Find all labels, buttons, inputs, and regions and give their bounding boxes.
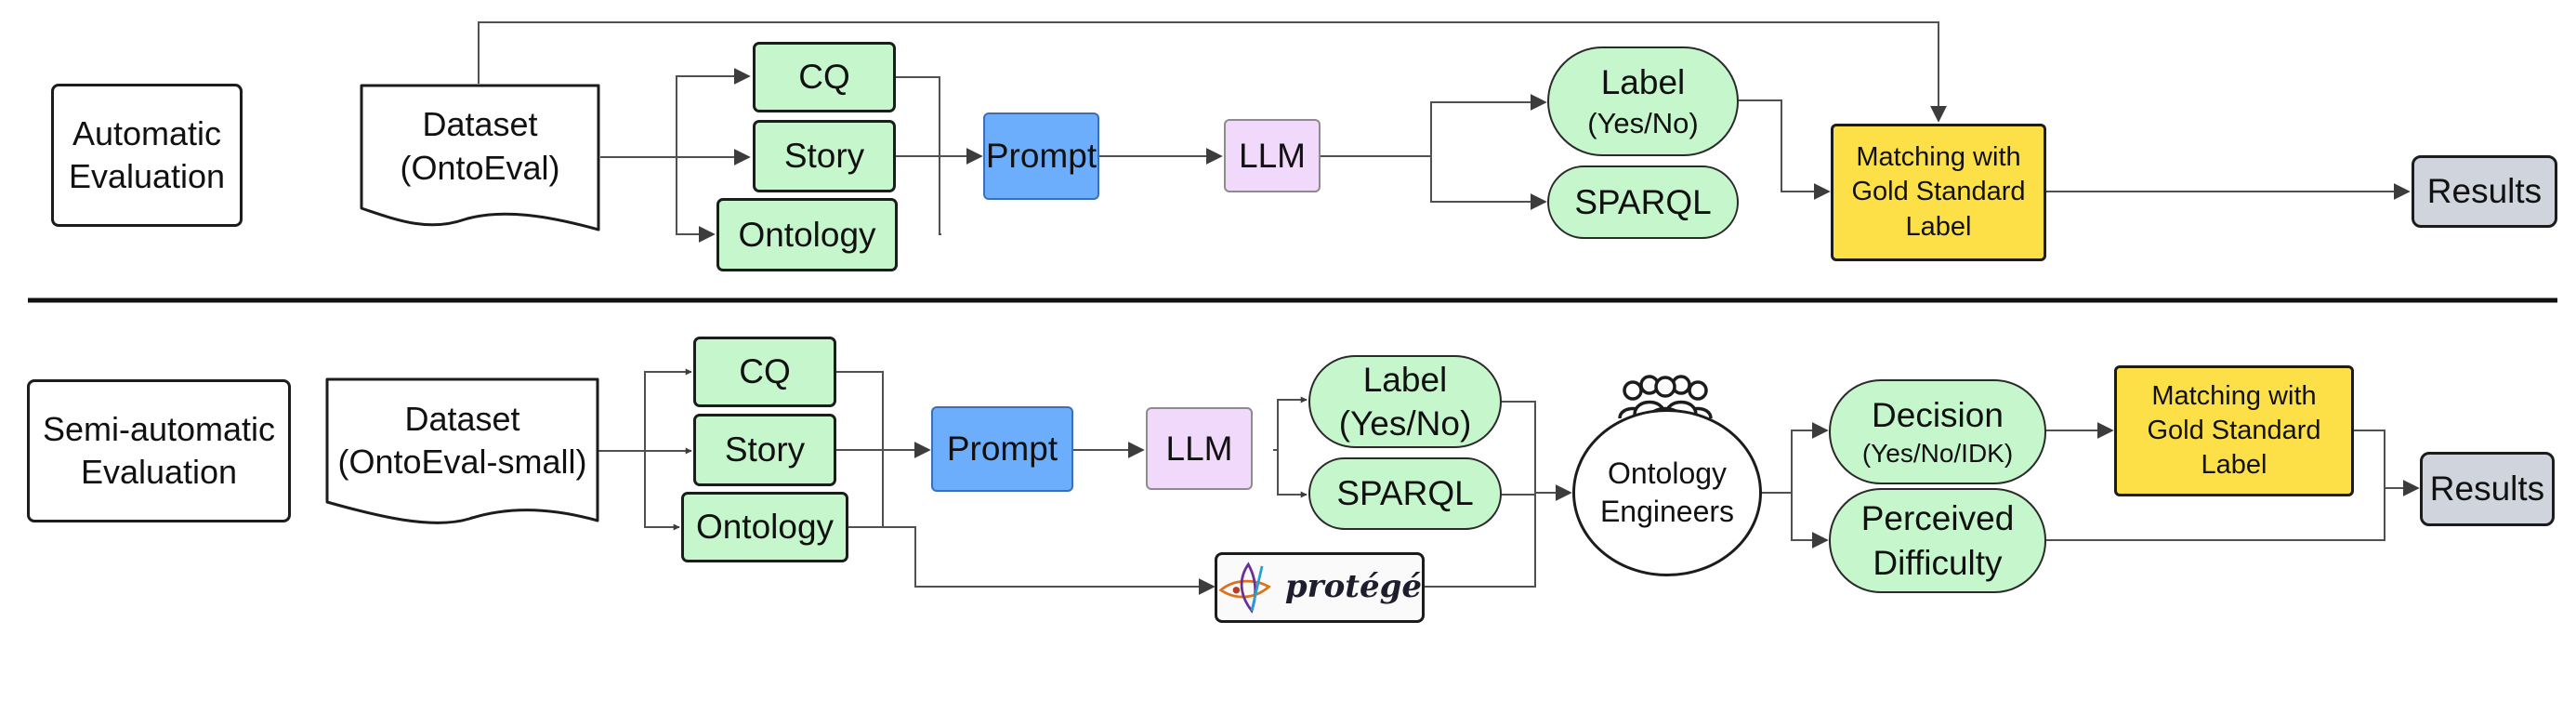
llm-node: LLM xyxy=(1224,119,1321,192)
sparql-node-bottom: SPARQL xyxy=(1308,457,1502,530)
results-node: Results xyxy=(2412,155,2557,228)
automatic-evaluation-label: Automatic Evaluation xyxy=(51,84,243,227)
ontology-engineers-node: Ontology Engineers xyxy=(1572,409,1762,576)
story-node: Story xyxy=(753,120,896,192)
decision-options: (Yes/No/IDK) xyxy=(1861,439,2014,469)
matching-line1-bottom: Matching with xyxy=(2151,380,2317,411)
edge-to-label xyxy=(1430,94,1547,156)
edge-to-cq xyxy=(676,68,751,157)
perceived-difficulty-node: Perceived Difficulty xyxy=(1829,488,2046,593)
difficulty-line1: Perceived xyxy=(1860,499,2015,538)
edge-cq-out-bottom xyxy=(835,371,884,450)
protege-wordmark: protégé xyxy=(1284,568,1422,606)
matching-line2-bottom: Gold Standard xyxy=(2147,415,2321,445)
prompt-node-bottom: Prompt xyxy=(931,406,1073,492)
edge-cq-out xyxy=(894,76,940,156)
dataset-title: Dataset xyxy=(422,105,538,144)
matching-line3: Label xyxy=(1905,211,1972,242)
edge-label-to-engineers xyxy=(1500,401,1536,493)
engineers-line2: Engineers xyxy=(1599,495,1735,528)
dataset-small-document-shape xyxy=(325,377,599,524)
label-yes-no-node-bottom: Label (Yes/No) xyxy=(1308,355,1502,448)
matching-gold-standard-node-bottom: Matching with Gold Standard Label xyxy=(2114,365,2354,496)
edge-to-decision xyxy=(1791,422,1829,493)
protege-logo-icon xyxy=(1218,562,1271,614)
edge-label-to-matching xyxy=(1738,99,1831,200)
label-title-bottom: Label xyxy=(1362,360,1448,399)
edge-ontology-out-bottom xyxy=(847,450,884,528)
engineers-line1: Ontology xyxy=(1607,456,1728,491)
protege-node: protégé xyxy=(1215,552,1425,623)
dataset-small-name: (OntoEval-small) xyxy=(337,443,587,481)
edge-ontology-to-protege xyxy=(847,526,1216,595)
edge-difficulty-to-results xyxy=(2044,488,2385,541)
dataset-ontoeval-small: Dataset (OntoEval-small) xyxy=(327,389,598,493)
automatic-evaluation-line1: Automatic xyxy=(72,113,222,152)
edge-protege-to-engineers xyxy=(1424,493,1536,588)
label-yes-no-node: Label (Yes/No) xyxy=(1547,46,1739,156)
semi-automatic-evaluation-label: Semi-automatic Evaluation xyxy=(27,379,291,522)
results-node-bottom: Results xyxy=(2420,452,2555,526)
edge-to-sparql xyxy=(1430,156,1547,210)
decision-node: Decision (Yes/No/IDK) xyxy=(1829,379,2046,484)
edge-ontology-out xyxy=(939,156,941,235)
difficulty-line2: Difficulty xyxy=(1873,543,2003,582)
semi-automatic-evaluation-line1: Semi-automatic xyxy=(42,409,276,448)
automatic-evaluation-line2: Evaluation xyxy=(68,157,226,195)
dataset-document-shape xyxy=(360,84,600,231)
label-options-bottom: (Yes/No) xyxy=(1338,404,1472,443)
sparql-node: SPARQL xyxy=(1547,165,1739,239)
matching-line3-bottom: Label xyxy=(2201,450,2267,481)
edge-to-difficulty xyxy=(1791,493,1829,549)
ontology-node-bottom: Ontology xyxy=(681,492,848,562)
decision-title: Decision xyxy=(1872,395,2004,434)
matching-gold-standard-node: Matching with Gold Standard Label xyxy=(1831,124,2046,261)
ontology-node: Ontology xyxy=(716,198,898,271)
edge-to-label-bottom xyxy=(1277,396,1308,450)
edge-to-cq-bottom xyxy=(644,368,692,451)
cq-node: CQ xyxy=(753,42,896,112)
matching-line1: Matching with xyxy=(1856,142,2021,173)
story-node-bottom: Story xyxy=(693,414,836,486)
edge-matching-to-results-bottom xyxy=(2353,430,2385,488)
llm-node-bottom: LLM xyxy=(1146,407,1253,490)
edge-to-sparql-bottom xyxy=(1277,450,1308,498)
cq-node-bottom: CQ xyxy=(693,337,836,407)
dataset-name: (OntoEval) xyxy=(400,148,560,187)
dataset-small-title: Dataset xyxy=(404,399,520,438)
label-options: (Yes/No) xyxy=(1587,106,1699,139)
edge-dataset-to-matching xyxy=(478,21,1947,123)
edge-to-ontology xyxy=(676,157,716,243)
prompt-node: Prompt xyxy=(983,112,1099,200)
label-title: Label xyxy=(1600,63,1686,102)
semi-automatic-evaluation-line2: Evaluation xyxy=(80,453,238,491)
matching-line2: Gold Standard xyxy=(1851,177,2026,207)
dataset-ontoeval: Dataset (OntoEval) xyxy=(361,93,598,200)
edge-to-ontology-bottom xyxy=(644,451,680,531)
